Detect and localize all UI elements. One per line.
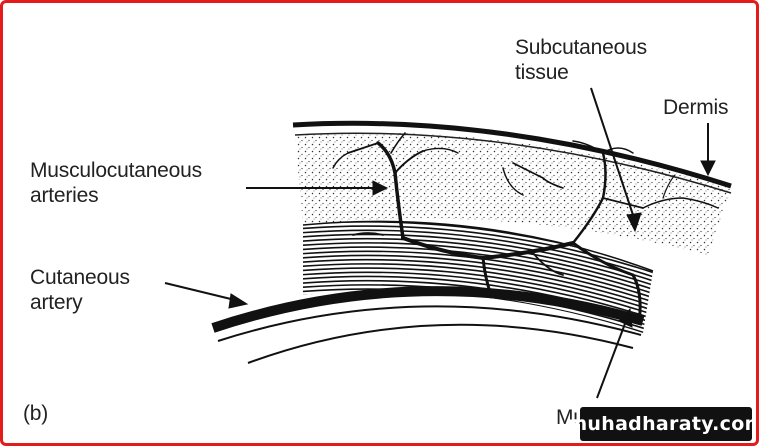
muscle-striation <box>303 242 653 297</box>
watermark-badge: muhadharaty.com <box>567 407 756 441</box>
muscle-striation <box>303 263 653 318</box>
deep-layer-line <box>247 323 634 364</box>
muscle-striation <box>303 229 653 285</box>
vessel-tree <box>332 132 719 325</box>
dermis-surface-line <box>292 120 732 189</box>
cutaneous-artery-band <box>211 286 645 333</box>
skin-layers-diagram <box>164 87 732 399</box>
muscle-striation <box>303 237 653 293</box>
label-cutaneous-artery: Cutaneous artery <box>30 266 130 314</box>
muscle-striation <box>303 225 653 280</box>
label-dermis: Dermis <box>663 96 729 119</box>
muscle-striation <box>303 271 653 327</box>
watermark-text: muhadharaty.com <box>567 413 759 435</box>
label-musculocutaneous-arteries: Musculocutaneous arteries <box>30 159 202 207</box>
panel-letter: (b) <box>23 402 49 425</box>
muscle-striation <box>303 267 653 322</box>
label-subcutaneous-tissue: Subcutaneous tissue <box>515 36 647 84</box>
label-pointers <box>164 87 716 399</box>
muscle-striation <box>303 246 653 301</box>
